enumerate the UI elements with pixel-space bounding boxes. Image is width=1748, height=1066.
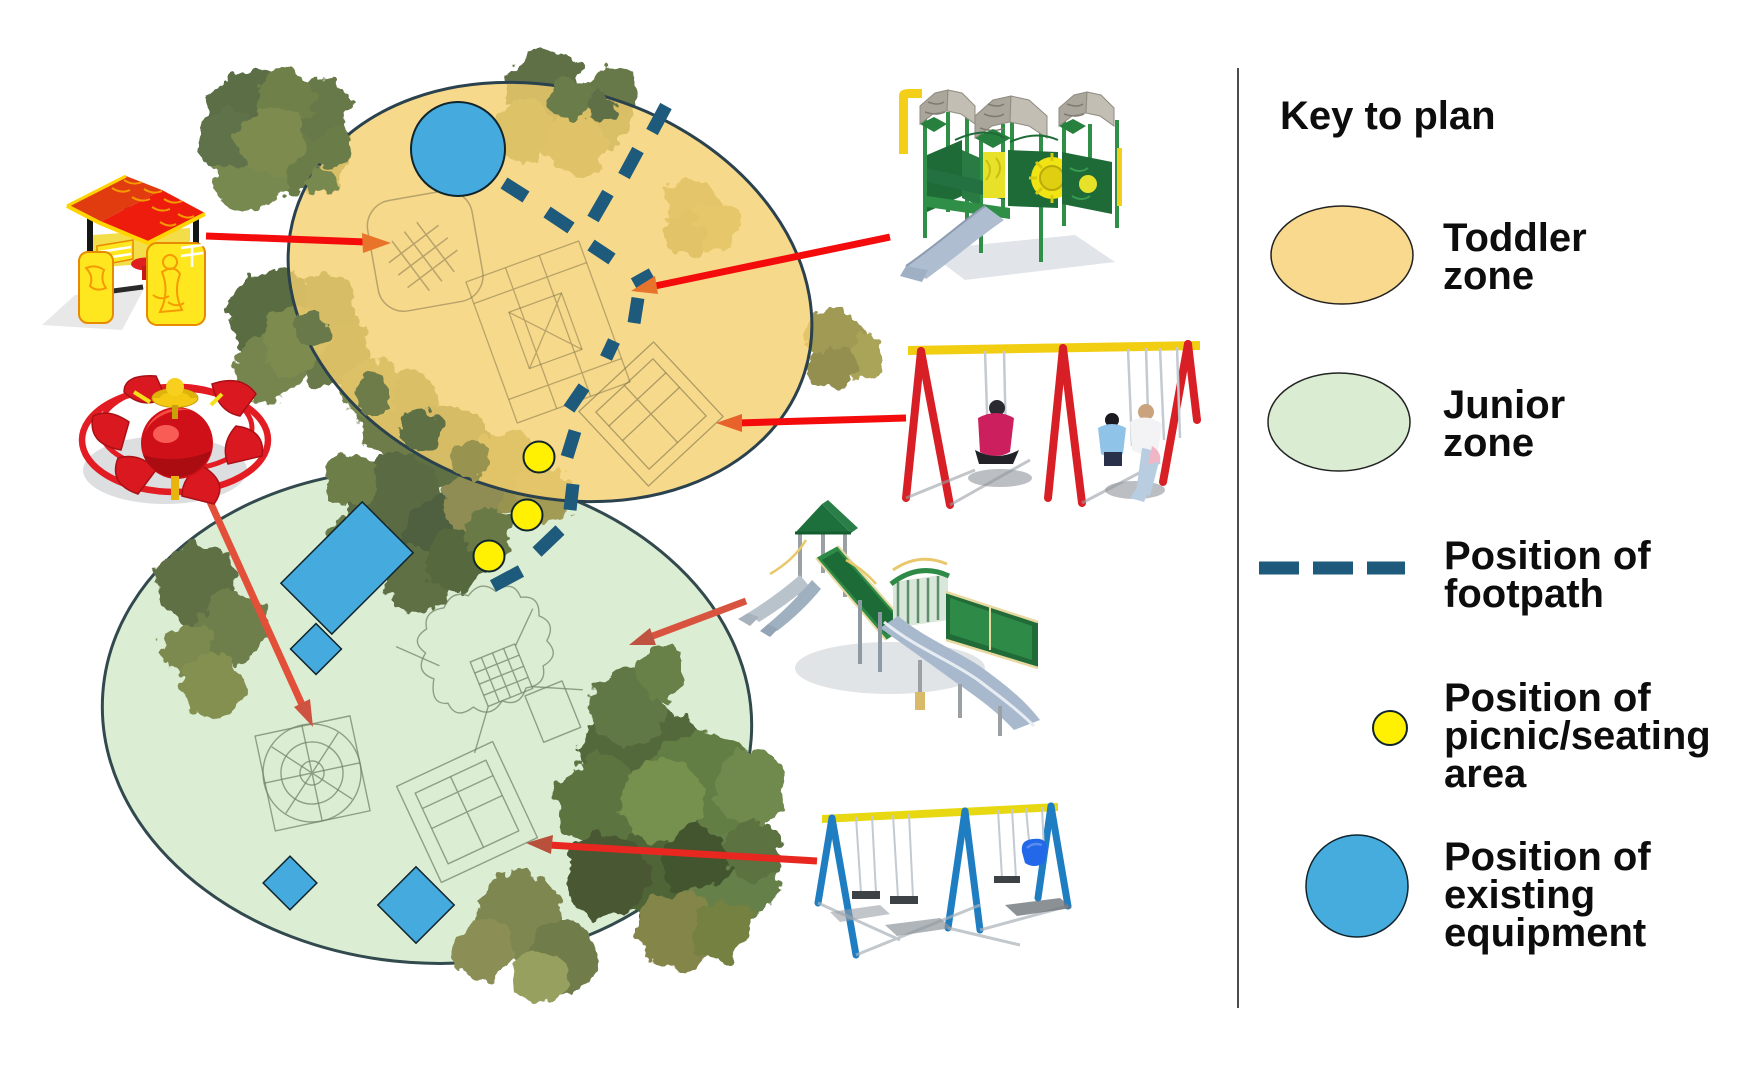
svg-text:Junior: Junior bbox=[1443, 383, 1565, 427]
svg-text:existing: existing bbox=[1444, 873, 1595, 917]
svg-text:footpath: footpath bbox=[1444, 572, 1604, 616]
svg-text:Position of: Position of bbox=[1444, 676, 1651, 720]
svg-text:zone: zone bbox=[1443, 254, 1534, 298]
svg-text:Position of: Position of bbox=[1444, 835, 1651, 879]
svg-text:picnic/seating: picnic/seating bbox=[1444, 714, 1711, 758]
svg-text:Key to plan: Key to plan bbox=[1280, 94, 1496, 138]
svg-text:equipment: equipment bbox=[1444, 911, 1646, 955]
svg-text:zone: zone bbox=[1443, 421, 1534, 465]
svg-text:Position of: Position of bbox=[1444, 534, 1651, 578]
svg-text:area: area bbox=[1444, 752, 1527, 796]
svg-text:Toddler: Toddler bbox=[1443, 216, 1587, 260]
